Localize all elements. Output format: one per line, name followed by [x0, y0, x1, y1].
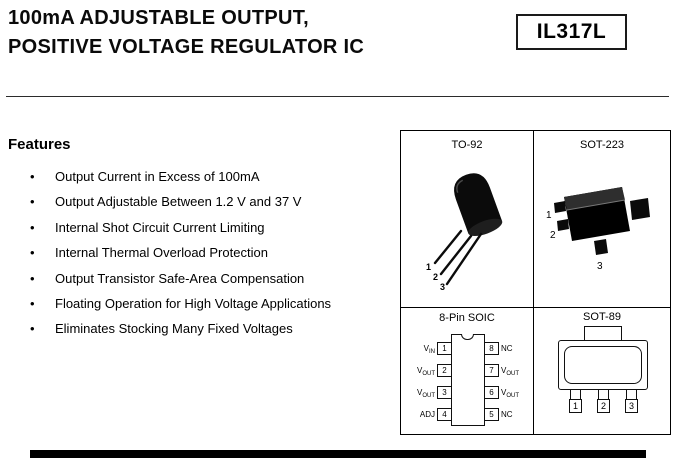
pin-name-sub: OUT [422, 393, 435, 399]
panel-horizontal-divider [401, 307, 670, 308]
feature-text: Internal Shot Circuit Current Limiting [55, 219, 265, 235]
soic-pin4-name: ADJ [403, 409, 435, 421]
sot223-label: SOT-223 [579, 139, 625, 151]
soic-body [451, 334, 485, 426]
panel-vertical-divider [533, 131, 534, 434]
sot223-pin-3-label: 3 [597, 261, 603, 272]
pin-name-base: NC [501, 344, 513, 353]
soic-pin6-name: VOUT [501, 387, 531, 399]
feature-text: Internal Thermal Overload Protection [55, 245, 268, 261]
sot223-pin-2-label: 2 [550, 230, 556, 241]
features-list: • Output Current in Excess of 100mA • Ou… [30, 164, 395, 342]
pin-name-sub: IN [429, 349, 435, 355]
pin-name-base: V [423, 344, 429, 353]
sot89-label: SOT-89 [583, 311, 621, 323]
page-title: 100mA ADJUSTABLE OUTPUT, POSITIVE VOLTAG… [8, 4, 364, 62]
pin-name-base: V [416, 366, 423, 375]
bullet-icon: • [30, 321, 35, 337]
pin-name-base: V [501, 388, 507, 397]
to92-leads [433, 229, 483, 286]
pin-name-base: NC [501, 410, 513, 419]
to92-body [454, 173, 503, 237]
sot223-package-drawing: 1 2 3 [546, 187, 650, 272]
soic-pin5-number: 5 [484, 408, 499, 421]
bullet-icon: • [30, 194, 35, 210]
to92-cell: TO-92 1 2 3 [401, 131, 533, 307]
sot223-pin-1-label: 1 [546, 210, 552, 221]
sot223-body [554, 187, 650, 255]
list-item: • Output Transistor Safe-Area Compensati… [30, 266, 395, 291]
soic-pin3-name: VOUT [403, 387, 435, 399]
to92-pin-2-label: 2 [433, 272, 438, 282]
soic-package-drawing: VIN 1 VOUT 2 VOUT 3 ADJ 4 8 NC 7 VOUT 6 … [401, 328, 533, 434]
feature-text: Output Transistor Safe-Area Compensation [55, 270, 305, 286]
feature-text: Output Adjustable Between 1.2 V and 37 V [55, 194, 302, 210]
soic-pin7-name: VOUT [501, 365, 531, 377]
pin-name-sub: OUT [506, 371, 520, 377]
pin-name-sub: OUT [506, 393, 520, 399]
part-number-box: IL317L [516, 14, 627, 50]
sot89-pin-3-label: 3 [625, 399, 638, 413]
soic-pin8-name: NC [501, 343, 531, 355]
soic-pin1-number: 1 [437, 342, 452, 355]
bullet-icon: • [30, 270, 35, 286]
soic-pin6-number: 6 [484, 386, 499, 399]
part-number: IL317L [536, 20, 607, 43]
sot89-tab [584, 326, 622, 341]
title-line-2: POSITIVE VOLTAGE REGULATOR IC [8, 36, 365, 58]
pin-name-base: V [501, 366, 507, 375]
soic-pin2-name: VOUT [403, 365, 435, 377]
list-item: • Internal Thermal Overload Protection [30, 240, 395, 265]
features-heading: Features [8, 136, 71, 153]
soic-pin1-name: VIN [403, 343, 435, 355]
to92-package-drawing: 1 2 3 [426, 173, 503, 292]
list-item: • Internal Shot Circuit Current Limiting [30, 215, 395, 240]
sot89-body [558, 340, 648, 390]
sot89-inner-outline [564, 346, 642, 384]
package-diagram-panel: TO-92 1 2 3 SOT-223 [400, 130, 671, 435]
soic-pin2-number: 2 [437, 364, 452, 377]
bullet-icon: • [30, 245, 35, 261]
title-line-1: 100mA ADJUSTABLE OUTPUT, [8, 7, 309, 29]
soic-label: 8-Pin SOIC [439, 312, 495, 324]
to92-pin-3-label: 3 [440, 282, 445, 292]
pin-name-sub: OUT [422, 371, 435, 377]
soic-cell: 8-Pin SOIC VIN 1 VOUT 2 VOUT 3 ADJ 4 8 N… [401, 308, 533, 434]
to92-pin-1-label: 1 [426, 262, 431, 272]
to92-label: TO-92 [451, 139, 483, 151]
list-item: • Floating Operation for High Voltage Ap… [30, 291, 395, 316]
soic-pin5-name: NC [501, 409, 531, 421]
header-divider [6, 96, 669, 97]
feature-text: Output Current in Excess of 100mA [55, 169, 260, 184]
soic-pin7-number: 7 [484, 364, 499, 377]
sot89-cell: SOT-89 1 2 3 [534, 308, 670, 434]
soic-pin3-number: 3 [437, 386, 452, 399]
bullet-icon: • [30, 169, 35, 184]
sot89-pin-2-label: 2 [597, 399, 610, 413]
pin-name-base: ADJ [419, 410, 435, 419]
pin-name-base: V [416, 388, 423, 397]
sot223-cell: SOT-223 1 2 3 [534, 131, 670, 307]
list-item: • Eliminates Stocking Many Fixed Voltage… [30, 316, 395, 341]
sot89-pin-1-label: 1 [569, 399, 582, 413]
feature-text: Eliminates Stocking Many Fixed Voltages [55, 321, 293, 337]
list-item: • Output Adjustable Between 1.2 V and 37… [30, 189, 395, 214]
soic-pin4-number: 4 [437, 408, 452, 421]
list-item: • Output Current in Excess of 100mA [30, 164, 395, 189]
bullet-icon: • [30, 296, 35, 312]
bullet-icon: • [30, 219, 35, 235]
footer-bar [30, 450, 646, 458]
feature-text: Floating Operation for High Voltage Appl… [55, 296, 332, 312]
soic-pin8-number: 8 [484, 342, 499, 355]
